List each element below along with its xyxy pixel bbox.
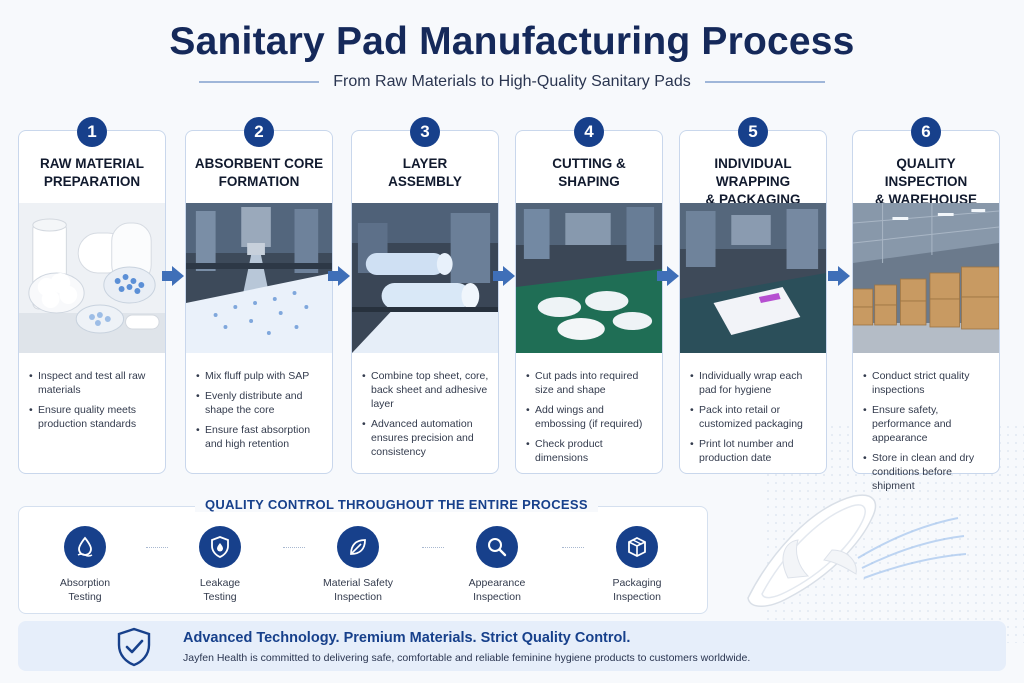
step-bullet-list: Conduct strict quality inspections Ensur… [863,369,993,499]
water-drop-icon [64,526,106,568]
step-number-badge: 6 [911,117,941,147]
box-icon [616,526,658,568]
step-number-badge: 4 [574,117,604,147]
magnifier-icon [476,526,518,568]
qc-separator [422,547,444,548]
list-item: Cut pads into required size and shape [526,369,656,397]
page-subtitle: From Raw Materials to High-Quality Sanit… [333,73,691,90]
step-arrow-icon [657,266,679,286]
list-item: Ensure safety, performance and appearanc… [863,403,993,445]
list-item: Pack into retail or customized packaging [690,403,820,431]
step-card-raw-material: 1 RAW MATERIAL PREPARATION [18,117,166,474]
list-item: Mix fluff pulp with SAP [196,369,326,383]
step-number-badge: 1 [77,117,107,147]
step-bullet-list: Mix fluff pulp with SAP Evenly distribut… [196,369,326,457]
list-item: Inspect and test all raw materials [29,369,159,397]
step-title: CUTTING & SHAPING [552,156,626,189]
step-number-badge: 2 [244,117,274,147]
raw-materials-photo [19,203,165,353]
step-arrow-icon [328,266,350,286]
footer-banner: Advanced Technology. Premium Materials. … [18,621,1006,671]
footer-text: Jayfen Health is committed to delivering… [183,652,751,664]
shield-drop-icon [199,526,241,568]
leaf-icon [337,526,379,568]
step-title: RAW MATERIAL PREPARATION [40,156,144,189]
step-bullet-list: Cut pads into required size and shape Ad… [526,369,656,471]
list-item: Check product dimensions [526,437,656,465]
step-number-badge: 3 [410,117,440,147]
layer-assembly-machine-photo [352,203,498,353]
step-arrow-icon [493,266,515,286]
step-card-cutting-shaping: 4 CUTTING & SHAPING Cut pads into requir… [515,117,663,474]
subtitle-row: From Raw Materials to High-Quality Sanit… [0,72,1024,92]
step-arrow-icon [162,266,184,286]
list-item: Add wings and embossing (if required) [526,403,656,431]
list-item: Store in clean and dry conditions before… [863,451,993,493]
step-title: ABSORBENT CORE FORMATION [194,156,324,189]
list-item: Conduct strict quality inspections [863,369,993,397]
step-bullet-list: Inspect and test all raw materials Ensur… [29,369,159,437]
qc-separator [562,547,584,548]
list-item: Evenly distribute and shape the core [196,389,326,417]
absorbent-core-machine-photo [186,203,332,353]
sanitary-pad-illustration [747,494,967,607]
step-card-inspection-warehouse: 6 QUALITY INSPECTION & WAREHOUSE [852,117,1000,492]
footer-headline: Advanced Technology. Premium Materials. … [183,630,631,646]
step-bullet-list: Combine top sheet, core, back sheet and … [362,369,492,465]
warehouse-photo [853,203,999,353]
step-arrow-icon [828,266,850,286]
step-title: LAYER ASSEMBLY [388,156,462,189]
subtitle-divider-left [199,81,320,83]
list-item: Ensure fast absorption and high retentio… [196,423,326,451]
step-card-absorbent-core: 2 ABSORBENT CORE FORMATION Mix fluff pul… [185,117,333,474]
quality-control-title: QUALITY CONTROL THROUGHOUT THE ENTIRE PR… [195,497,598,512]
step-bullet-list: Individually wrap each pad for hygiene P… [690,369,820,471]
step-number-badge: 5 [738,117,768,147]
list-item: Ensure quality meets production standard… [29,403,159,431]
step-card-layer-assembly: 3 LAYER ASSEMBLY Combine top sheet, core… [351,117,499,474]
list-item: Combine top sheet, core, back sheet and … [362,369,492,411]
wrapping-machine-photo [680,203,826,353]
step-title: INDIVIDUAL WRAPPING & PACKAGING [705,156,801,207]
list-item: Print lot number and production date [690,437,820,465]
process-steps: 1 RAW MATERIAL PREPARATION [18,116,1008,492]
list-item: Individually wrap each pad for hygiene [690,369,820,397]
list-item: Advanced automation ensures precision an… [362,417,492,459]
step-card-wrapping-packaging: 5 INDIVIDUAL WRAPPING & PACKAGING Indivi… [679,117,827,474]
qc-separator [283,547,305,548]
subtitle-divider-right [704,81,825,83]
cutting-machine-photo [516,203,662,353]
qc-separator [146,547,168,548]
shield-check-icon [117,627,151,667]
page-title: Sanitary Pad Manufacturing Process [169,20,855,63]
step-title: QUALITY INSPECTION & WAREHOUSE [874,156,977,207]
